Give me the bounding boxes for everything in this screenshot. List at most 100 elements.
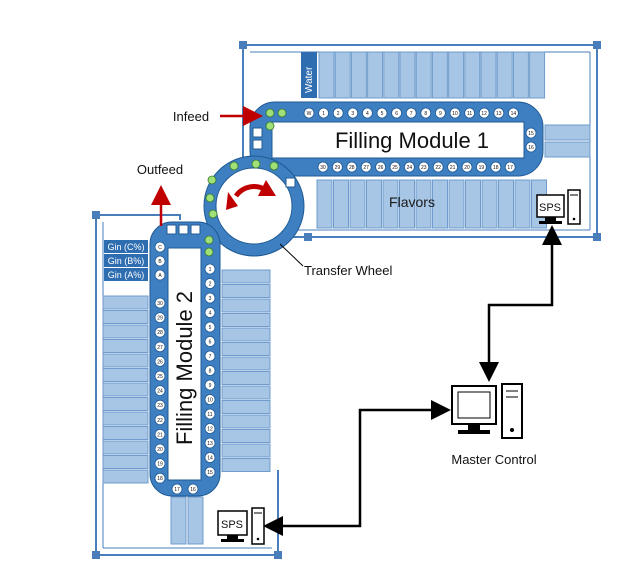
module2-inner-panel: [167, 247, 202, 481]
module1-position: [461, 161, 473, 173]
module2-position: [154, 297, 166, 309]
module2-position-label: 2: [209, 282, 212, 288]
module1-position: [420, 107, 432, 119]
module1-position: [504, 161, 516, 173]
water-tank: [512, 51, 529, 99]
bottle-marker: [204, 247, 214, 257]
module2-position: [204, 466, 216, 478]
bottle-marker: [277, 108, 287, 118]
flavor-tank: [432, 179, 448, 229]
module1-position-label: 17: [507, 165, 513, 171]
module2-position: [204, 452, 216, 463]
module2-position-label: 16: [190, 487, 196, 493]
module2-left-tank: [102, 411, 149, 426]
module1-position-label: 23: [421, 165, 427, 171]
module1-position-label: 6: [395, 111, 398, 117]
water-tank: [480, 51, 497, 99]
module2-gin-position: [154, 269, 166, 281]
water-tank: [448, 51, 465, 99]
transfer-wheel-label: Transfer Wheel: [304, 263, 392, 278]
water-tank: [334, 51, 351, 99]
module2-right-tank: [221, 371, 271, 385]
module1-side-tanks: [544, 124, 591, 158]
transfer-slots: [166, 127, 296, 235]
bottle-marker: [265, 108, 275, 118]
module2-position-label: 21: [157, 432, 163, 438]
flavor-tank: [448, 179, 465, 229]
module1-position-label: 18: [493, 165, 499, 171]
module1-frame-corners: [239, 41, 601, 241]
module2-left-tank: [102, 353, 149, 368]
module2-left-tank: [102, 426, 149, 440]
module1-position: [493, 107, 505, 119]
module2-right-tank: [221, 414, 271, 429]
flavor-tank: [481, 179, 498, 229]
module2-left-tank: [102, 440, 149, 455]
module1-position: [418, 161, 430, 173]
module2-position: [204, 437, 216, 449]
module1-position: [475, 161, 487, 173]
master-control-computer-icon: [451, 383, 523, 439]
module1-position-label: 3: [351, 111, 354, 117]
module2-position: [204, 365, 216, 376]
gin-label: Gin (C%): [107, 242, 144, 252]
module2-position: [154, 326, 166, 338]
module1-position-label: 28: [349, 165, 355, 171]
module2-right-tank: [221, 356, 271, 371]
bottle-marker: [229, 161, 239, 171]
module1-position-label: 21: [450, 165, 456, 171]
module2-position-label: 25: [157, 374, 163, 380]
module2-right-tank: [221, 458, 271, 472]
module2-position-label: 5: [209, 325, 212, 331]
module2-left-tank: [102, 382, 149, 397]
module1-position: [331, 161, 343, 173]
infeed-label: Infeed: [173, 109, 209, 124]
module2-position-label: 1: [209, 267, 212, 273]
module2-position-label: 11: [207, 412, 212, 418]
module2-gin-position-label: B: [158, 259, 162, 265]
module2-position-label: 28: [157, 330, 163, 336]
module2-gin-position-label: C: [158, 245, 162, 251]
module2-position: [154, 428, 166, 440]
module2-right-tank: [221, 342, 271, 356]
module1-position-label: 7: [410, 111, 413, 117]
master-control-label: Master Control: [451, 452, 536, 467]
module2-position: [154, 414, 166, 426]
water-tank: [415, 51, 432, 99]
module2-position: [204, 321, 216, 333]
outfeed-label: Outfeed: [137, 162, 183, 177]
module2-position: [171, 483, 183, 495]
gin-labels: Gin (C%)Gin (B%)Gin (A%): [104, 240, 148, 281]
module1-position: [376, 107, 388, 119]
module1-position: [318, 107, 330, 119]
module2-position: [154, 385, 166, 397]
module2-bottom-tanks: [170, 496, 204, 545]
module1-position-label: 27: [363, 165, 369, 171]
module2-right-tank: [221, 443, 271, 458]
module2-position: [204, 263, 216, 275]
module1-position: [346, 161, 358, 173]
module1-position-label: 15: [528, 131, 534, 137]
module1-position-label: 8: [424, 111, 427, 117]
module2-position-label: 18: [157, 476, 163, 482]
water-tank: [431, 51, 448, 99]
module1-position: [347, 107, 359, 119]
bottle-marker: [204, 235, 214, 245]
module2-left-tank: [102, 368, 149, 382]
module2-position: [204, 350, 216, 362]
module1-position-label: 11: [467, 111, 472, 117]
module2-position: [154, 472, 166, 484]
water-tanks: [318, 51, 546, 99]
gin-label: Gin (B%): [108, 256, 145, 266]
module2-right-tank: [221, 269, 271, 284]
module1-position-label: 19: [479, 165, 485, 171]
module2-left-tank: [102, 469, 149, 484]
flavor-tank: [498, 179, 514, 229]
module2-position-label: 6: [209, 340, 212, 346]
module2-position-label: 29: [157, 316, 163, 322]
module2-right-tank: [221, 327, 271, 342]
module2-position: [204, 423, 216, 434]
module2-position-label: 27: [157, 345, 163, 351]
water-tank: [350, 51, 367, 99]
